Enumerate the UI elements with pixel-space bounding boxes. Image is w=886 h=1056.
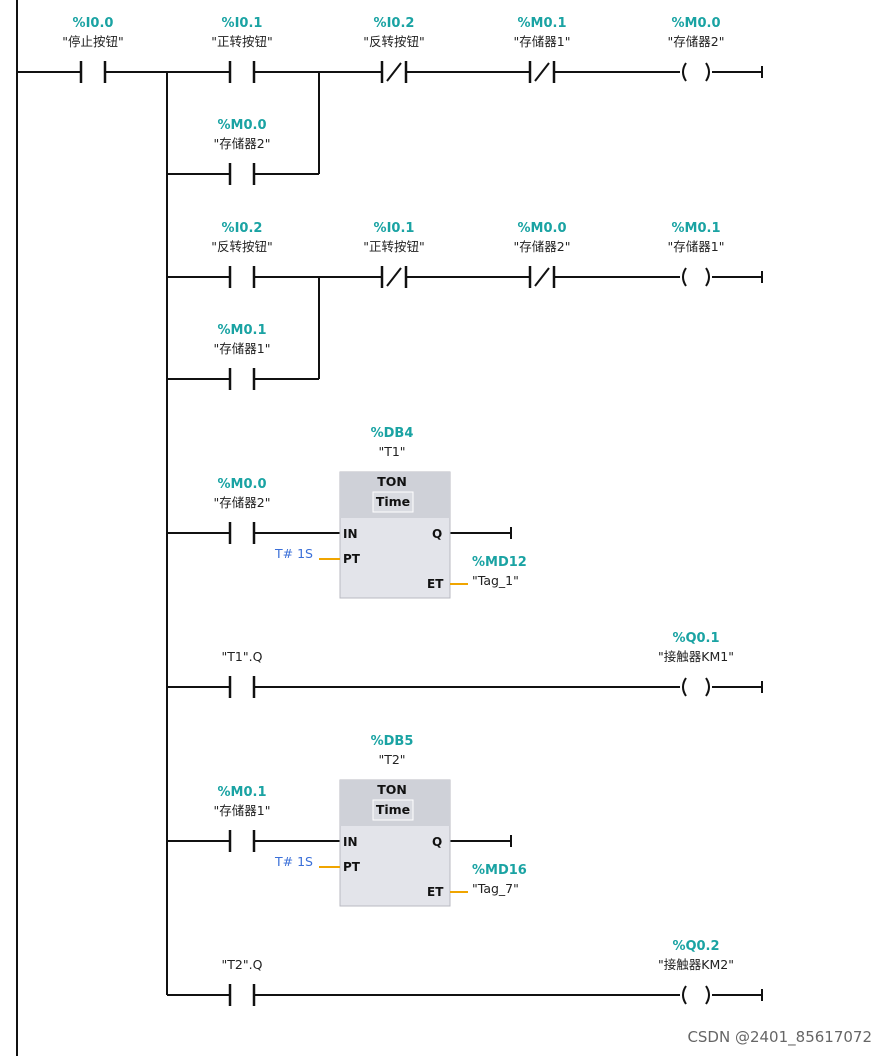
element-tag: "正转按钮" bbox=[363, 239, 425, 254]
element-address: %M0.1 bbox=[218, 323, 267, 338]
pin-et: ET bbox=[427, 577, 444, 591]
no-contact-e2[interactable]: %I0.1 "正转按钮" bbox=[211, 16, 273, 83]
timer-subtype: Time bbox=[376, 802, 410, 817]
no-contact-icon bbox=[228, 163, 256, 185]
et-tag: "Tag_1" bbox=[472, 573, 519, 588]
coil-e5[interactable]: %M0.0 "存储器2" bbox=[668, 16, 725, 82]
pin-in: IN bbox=[343, 527, 358, 541]
no-contact-icon bbox=[228, 676, 256, 698]
nc-contact-e9[interactable]: %M0.0 "存储器2" bbox=[514, 221, 571, 288]
element-address: %I0.1 bbox=[222, 16, 263, 31]
element-tag: "接触器KM1" bbox=[658, 649, 734, 664]
wires bbox=[16, 0, 763, 1056]
pin-pt: PT bbox=[343, 860, 361, 874]
no-contact-icon bbox=[228, 830, 256, 852]
element-address: %M0.0 bbox=[218, 477, 267, 492]
element-address: %Q0.2 bbox=[672, 939, 719, 954]
timer-db-address: %DB4 bbox=[371, 426, 414, 441]
element-tag: "接触器KM2" bbox=[658, 957, 734, 972]
element-address: %M0.1 bbox=[218, 785, 267, 800]
element-address: %I0.2 bbox=[374, 16, 415, 31]
no-contact-e13[interactable]: "T1".Q bbox=[222, 649, 263, 698]
coil-e10[interactable]: %M0.1 "存储器1" bbox=[668, 221, 725, 287]
coil-e17[interactable]: %Q0.2 "接触器KM2" bbox=[658, 939, 734, 1005]
nc-contact-icon bbox=[380, 61, 408, 83]
element-tag: "T1".Q bbox=[222, 649, 263, 664]
no-contact-e12[interactable]: %M0.0 "存储器2" bbox=[214, 477, 271, 544]
element-tag: "存储器2" bbox=[214, 136, 271, 151]
ladder-elements: %I0.0 "停止按钮" %I0.1 "正转按钮" %I0.2 "反转按钮" %M0.1 "存… bbox=[62, 16, 734, 1006]
coil-icon bbox=[682, 267, 710, 287]
watermark: CSDN @2401_85617072 bbox=[687, 1028, 872, 1046]
timer-type: TON bbox=[377, 782, 407, 797]
pin-pt: PT bbox=[343, 552, 361, 566]
element-tag: "存储器1" bbox=[214, 803, 271, 818]
element-address: %I0.0 bbox=[73, 16, 114, 31]
no-contact-e1[interactable]: %I0.0 "停止按钮" bbox=[62, 16, 124, 83]
coil-e14[interactable]: %Q0.1 "接触器KM1" bbox=[658, 631, 734, 697]
element-address: %I0.1 bbox=[374, 221, 415, 236]
element-address: %I0.2 bbox=[222, 221, 263, 236]
element-tag: "存储器2" bbox=[514, 239, 571, 254]
element-tag: "存储器1" bbox=[214, 341, 271, 356]
no-contact-e11[interactable]: %M0.1 "存储器1" bbox=[214, 323, 271, 390]
element-tag: "停止按钮" bbox=[62, 34, 124, 49]
no-contact-icon bbox=[228, 266, 256, 288]
timer-instance-name: "T1" bbox=[378, 444, 405, 459]
nc-contact-icon bbox=[528, 61, 556, 83]
et-tag: "Tag_7" bbox=[472, 881, 519, 896]
pin-et: ET bbox=[427, 885, 444, 899]
timer-instance-name: "T2" bbox=[378, 752, 405, 767]
no-contact-icon bbox=[228, 522, 256, 544]
timer-db-address: %DB5 bbox=[371, 734, 414, 749]
timer-preset[interactable]: T# 1S bbox=[274, 854, 313, 869]
nc-contact-e3[interactable]: %I0.2 "反转按钮" bbox=[363, 16, 425, 83]
element-tag: "反转按钮" bbox=[211, 239, 273, 254]
coil-icon bbox=[682, 677, 710, 697]
element-tag: "存储器1" bbox=[668, 239, 725, 254]
element-tag: "存储器2" bbox=[214, 495, 271, 510]
nc-contact-icon bbox=[380, 266, 408, 288]
element-address: %Q0.1 bbox=[672, 631, 719, 646]
element-address: %M0.0 bbox=[672, 16, 721, 31]
element-tag: "正转按钮" bbox=[211, 34, 273, 49]
pin-q: Q bbox=[432, 835, 442, 849]
pin-in: IN bbox=[343, 835, 358, 849]
et-address: %MD16 bbox=[472, 863, 527, 878]
element-tag: "存储器2" bbox=[668, 34, 725, 49]
et-address: %MD12 bbox=[472, 555, 527, 570]
timer-subtype-box[interactable] bbox=[372, 799, 414, 821]
element-tag: "存储器1" bbox=[514, 34, 571, 49]
element-tag: "T2".Q bbox=[222, 957, 263, 972]
no-contact-e7[interactable]: %I0.2 "反转按钮" bbox=[211, 221, 273, 288]
element-address: %M0.1 bbox=[672, 221, 721, 236]
coil-icon bbox=[682, 62, 710, 82]
element-tag: "反转按钮" bbox=[363, 34, 425, 49]
no-contact-icon bbox=[228, 984, 256, 1006]
nc-contact-e4[interactable]: %M0.1 "存储器1" bbox=[514, 16, 571, 83]
timer-type: TON bbox=[377, 474, 407, 489]
timer-subtype: Time bbox=[376, 494, 410, 509]
timer-preset[interactable]: T# 1S bbox=[274, 546, 313, 561]
no-contact-icon bbox=[79, 61, 107, 83]
element-address: %M0.0 bbox=[218, 118, 267, 133]
nc-contact-icon bbox=[528, 266, 556, 288]
no-contact-e16[interactable]: "T2".Q bbox=[222, 957, 263, 1006]
element-address: %M0.0 bbox=[518, 221, 567, 236]
no-contact-e6[interactable]: %M0.0 "存储器2" bbox=[214, 118, 271, 185]
pin-q: Q bbox=[432, 527, 442, 541]
coil-icon bbox=[682, 985, 710, 1005]
no-contact-icon bbox=[228, 61, 256, 83]
no-contact-icon bbox=[228, 368, 256, 390]
timer-subtype-box[interactable] bbox=[372, 491, 414, 513]
nc-contact-e8[interactable]: %I0.1 "正转按钮" bbox=[363, 221, 425, 288]
no-contact-e15[interactable]: %M0.1 "存储器1" bbox=[214, 785, 271, 852]
element-address: %M0.1 bbox=[518, 16, 567, 31]
